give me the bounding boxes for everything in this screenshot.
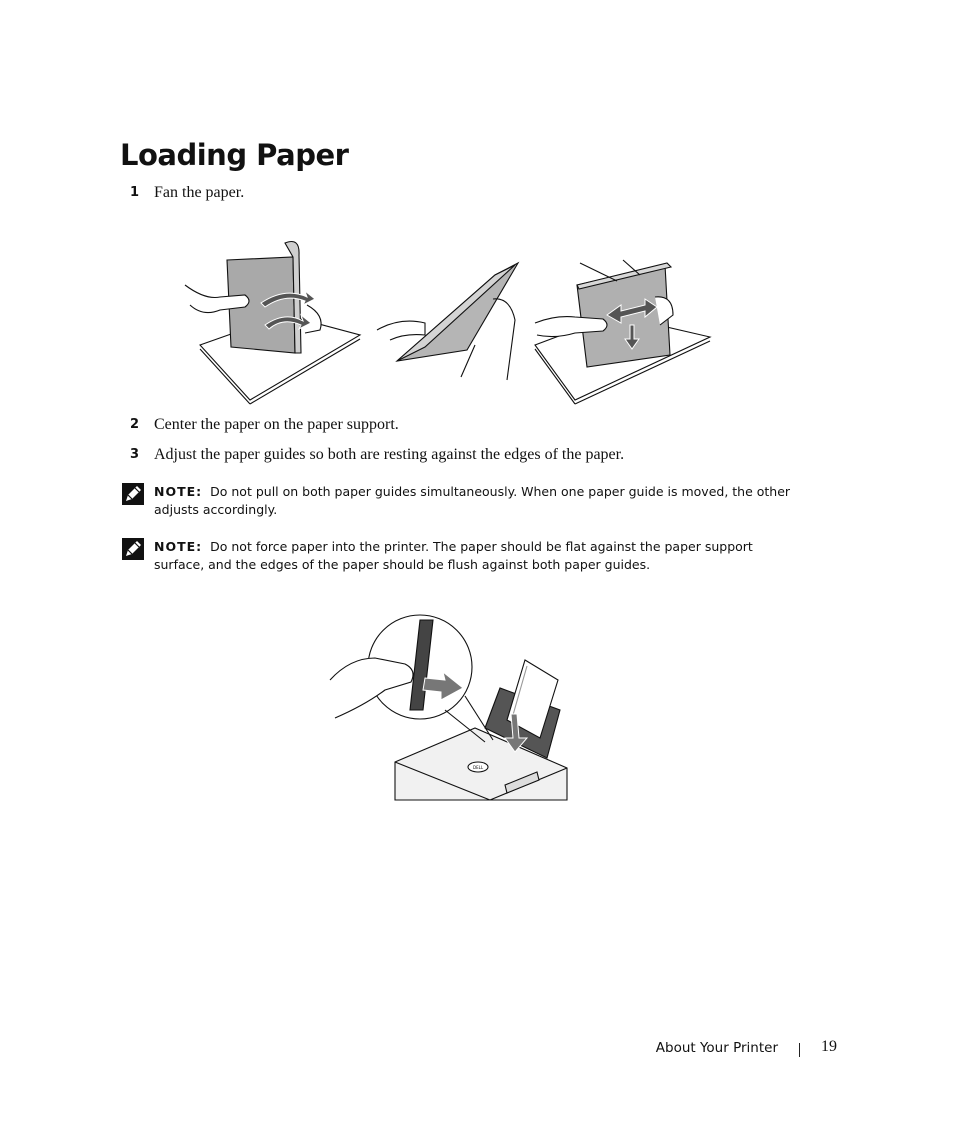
footer-section-title: About Your Printer xyxy=(655,1040,778,1056)
pencil-note-icon xyxy=(122,483,144,505)
printer-brand-label: DELL xyxy=(473,765,484,770)
step-number: 3 xyxy=(130,447,140,462)
step-text: Fan the paper. xyxy=(154,184,245,201)
footer-divider xyxy=(799,1043,800,1057)
note-text: Do not force paper into the printer. The… xyxy=(154,539,753,572)
step-text: Center the paper on the paper support. xyxy=(154,416,399,433)
step-text: Adjust the paper guides so both are rest… xyxy=(154,446,625,463)
page-title: Loading Paper xyxy=(120,138,349,172)
pencil-note-icon xyxy=(122,538,144,560)
note-label: NOTE: xyxy=(154,539,203,554)
step-number: 2 xyxy=(130,417,140,432)
page-number: 19 xyxy=(821,1038,837,1055)
note-label: NOTE: xyxy=(154,484,203,499)
printer-paper-guides-illustration: DELL xyxy=(329,614,568,801)
page-footer: About Your Printer 19 xyxy=(640,1038,840,1060)
fan-paper-illustration xyxy=(184,240,712,405)
note-text: Do not pull on both paper guides simulta… xyxy=(154,484,791,517)
step-number: 1 xyxy=(130,185,140,200)
